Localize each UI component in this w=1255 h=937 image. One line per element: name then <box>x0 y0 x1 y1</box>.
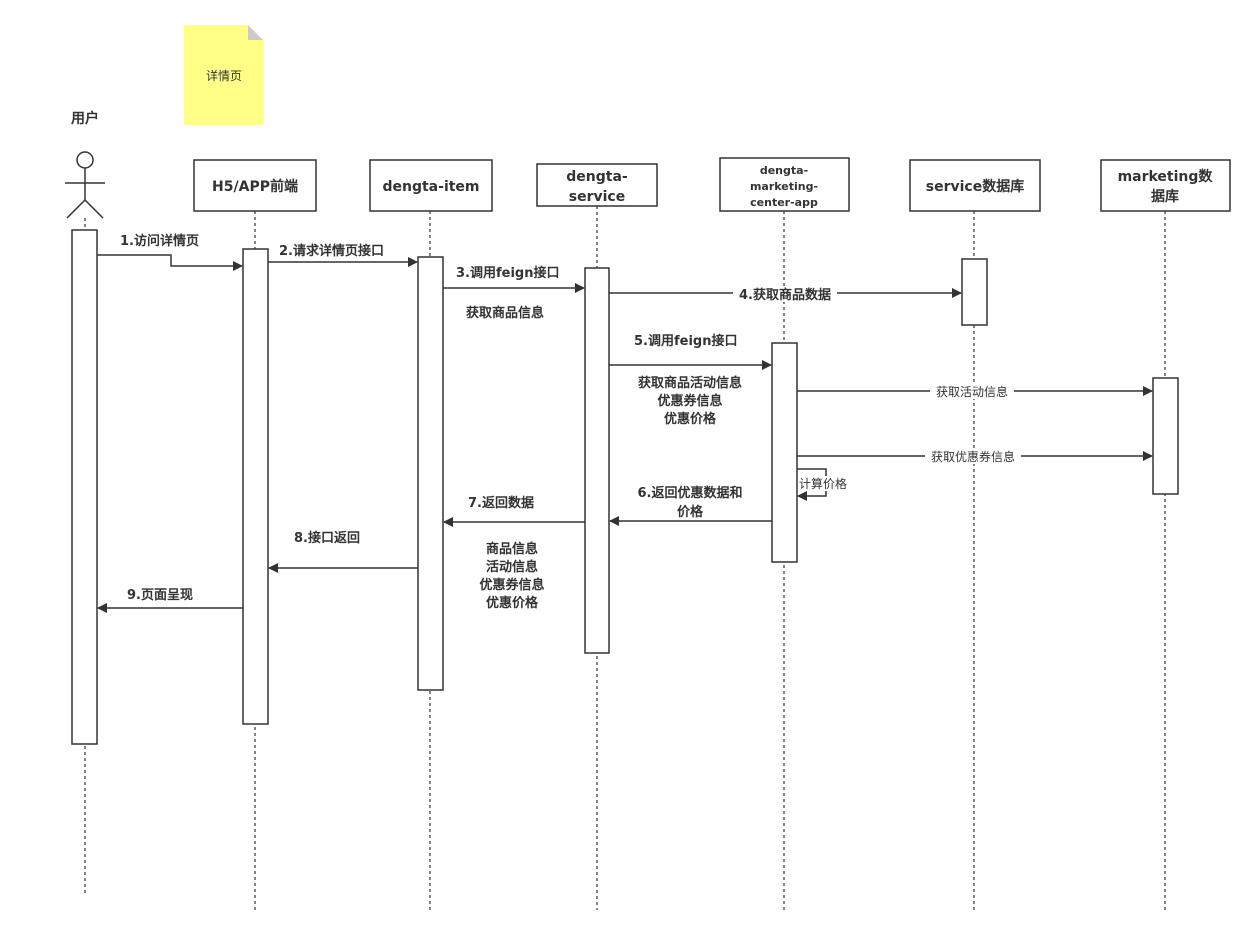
label-m2: 2.请求详情页接口 <box>279 243 384 259</box>
message-lines <box>97 254 1153 613</box>
participant-box <box>369 159 493 212</box>
label-m5: 5.调用feign接口 <box>634 333 737 349</box>
label-m9: 9.页面呈现 <box>127 588 193 603</box>
participant-box <box>909 159 1041 212</box>
participant-marketing-center: dengta- marketing- center-app <box>719 157 850 212</box>
label-m7: 7.返回数据 <box>468 495 534 511</box>
participant-label-line2: marketing- <box>750 180 818 193</box>
label-coupon: 获取优惠券信息 <box>931 449 1015 464</box>
activations <box>71 229 1179 745</box>
label-activity: 获取活动信息 <box>936 384 1008 399</box>
participant-label-line1: dengta- <box>566 169 628 185</box>
participant-service: dengta- service <box>536 163 658 207</box>
actor-label: 用户 <box>71 110 99 127</box>
actor-left-leg <box>66 199 86 219</box>
arrow-m1 <box>97 254 243 271</box>
participant-item: dengta-item <box>369 159 493 212</box>
participant-box <box>193 159 317 212</box>
participant-label-line1: marketing数 <box>1118 168 1214 185</box>
actor-right-leg <box>84 199 104 219</box>
label-self-bg <box>798 476 852 491</box>
label-m4-bg <box>733 286 837 302</box>
participant-box <box>719 157 850 212</box>
label-m8: 8.接口返回 <box>294 530 360 546</box>
label-m6-line1: 6.返回优惠数据和 <box>638 485 743 501</box>
label-self-calc: 计算价格 <box>799 476 847 491</box>
label-m5-note-line2: 优惠券信息 <box>657 393 722 409</box>
label-m7-note-line3: 优惠券信息 <box>479 577 544 593</box>
participant-box <box>536 163 658 207</box>
note-shape <box>184 25 263 125</box>
activation-marketing-db <box>1152 377 1179 495</box>
label-m7-note-line2: 活动信息 <box>486 559 538 575</box>
label-m7-note-line1: 商品信息 <box>486 541 538 557</box>
label-m4: 4.获取商品数据 <box>739 287 831 303</box>
participant-box <box>1100 159 1231 212</box>
label-m5-note-line3: 优惠价格 <box>664 411 717 427</box>
label-m6-line2: 价格 <box>677 504 704 520</box>
activation-marketing-center <box>771 342 798 563</box>
actor-user: 用户 <box>65 110 105 219</box>
participant-h5: H5/APP前端 <box>193 159 317 212</box>
actor-head <box>76 151 94 169</box>
label-activity-bg <box>930 384 1014 399</box>
participant-label: H5/APP前端 <box>212 178 298 195</box>
label-m3: 3.调用feign接口 <box>456 265 559 281</box>
activation-item <box>417 256 444 691</box>
participant-label-line2: service <box>569 189 625 205</box>
label-m1: 1.访问详情页 <box>120 233 199 249</box>
activation-service <box>584 267 610 654</box>
note-fold <box>248 25 263 40</box>
participant-label: service数据库 <box>926 178 1024 195</box>
activation-service-db <box>961 258 988 326</box>
participant-label-line3: center-app <box>750 196 818 209</box>
label-m5-note-line1: 获取商品活动信息 <box>638 375 742 391</box>
activation-user <box>71 229 98 745</box>
note: 详情页 <box>184 25 263 125</box>
label-m3-note: 获取商品信息 <box>466 305 544 321</box>
message-labels: 1.访问详情页 2.请求详情页接口 3.调用feign接口 获取商品信息 4.获… <box>120 233 1021 611</box>
participant-label-line1: dengta- <box>760 164 808 177</box>
participant-service-db: service数据库 <box>909 159 1041 212</box>
participant-label: dengta-item <box>382 179 479 195</box>
label-m7-note-line4: 优惠价格 <box>486 595 539 611</box>
participant-marketing-db: marketing数 据库 <box>1100 159 1231 212</box>
note-text: 详情页 <box>206 68 242 83</box>
participant-label-line2: 据库 <box>1151 188 1179 205</box>
activation-h5 <box>242 248 269 725</box>
label-coupon-bg <box>925 449 1021 464</box>
